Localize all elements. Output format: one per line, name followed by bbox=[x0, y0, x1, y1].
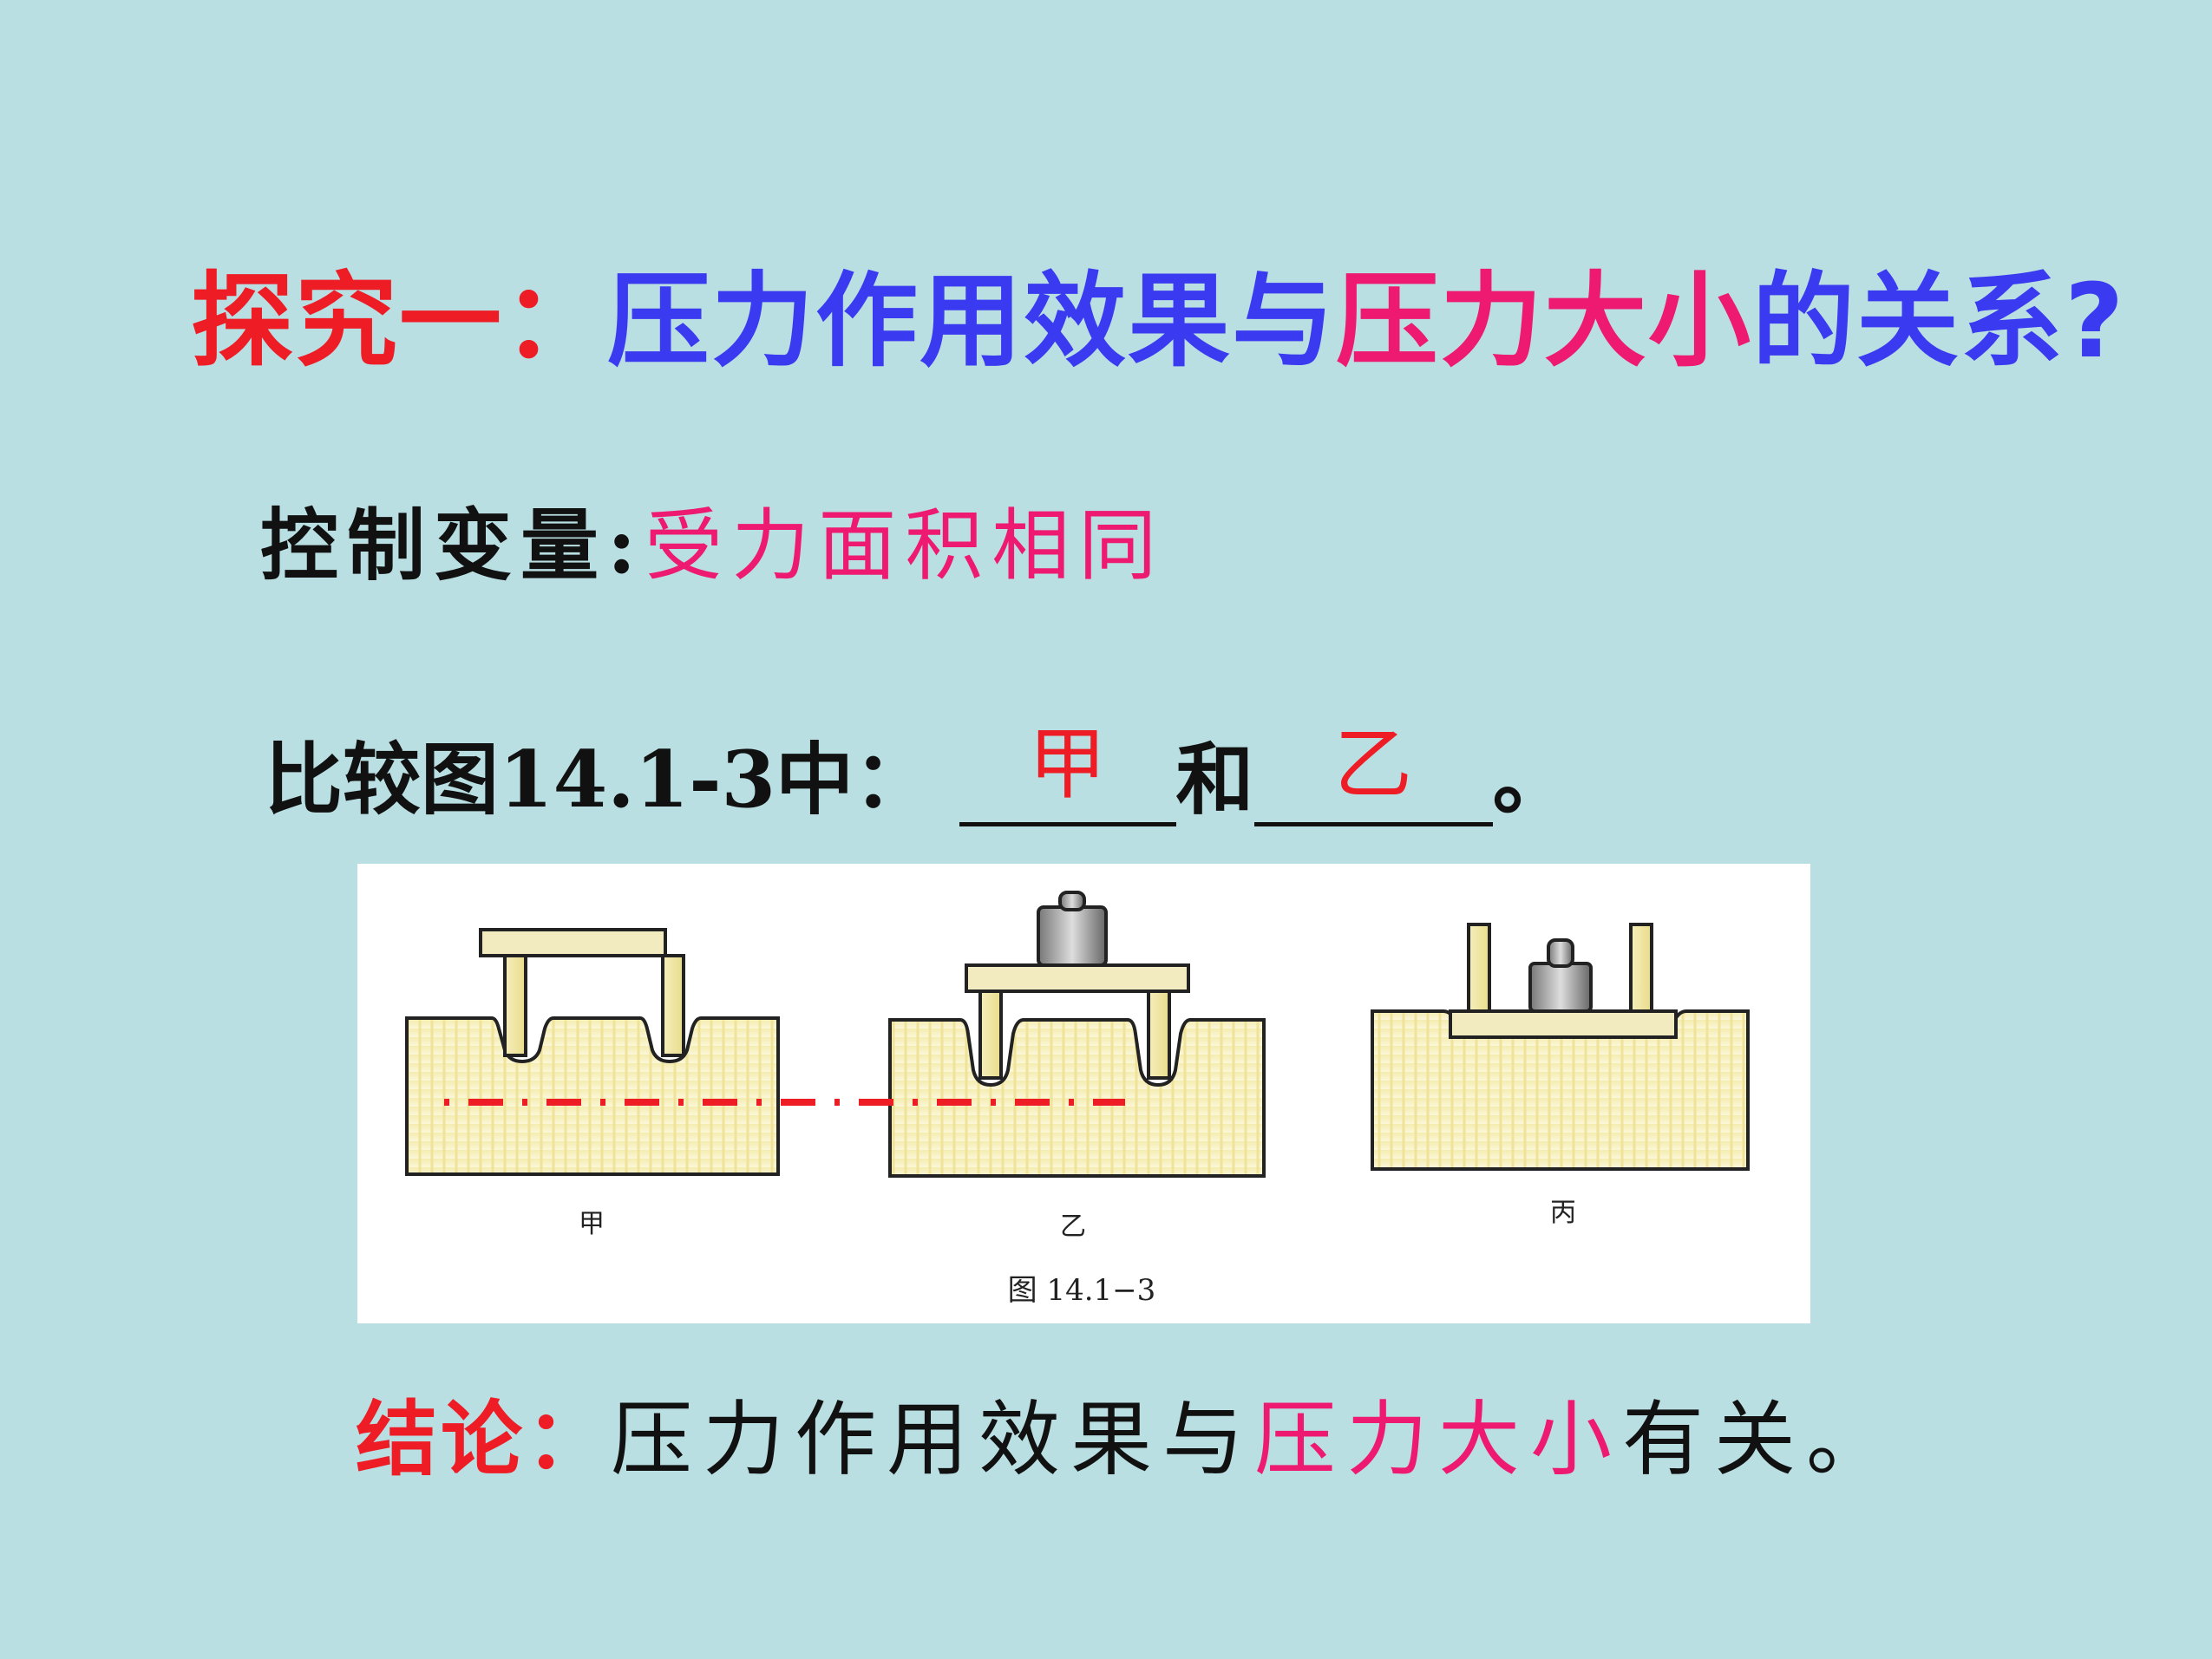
compare-line: 比较图14.1-3中： 甲和乙。 bbox=[265, 719, 1571, 826]
sponge-jia bbox=[405, 1016, 780, 1176]
slide-title: 探究一：压力作用效果与压力大小的关系? bbox=[191, 260, 2126, 383]
conclusion-part-2: 压力大小 bbox=[1254, 1393, 1623, 1487]
setup-jia bbox=[405, 928, 780, 1176]
answer-blank-1: 甲 bbox=[959, 719, 1176, 826]
compare-suffix: 。 bbox=[1492, 734, 1571, 826]
control-value: 受力面积相同 bbox=[645, 500, 1166, 591]
title-part-1: 探究一： bbox=[191, 261, 608, 381]
answer-2: 乙 bbox=[1334, 719, 1413, 810]
experiment-figure-svg: 甲 乙 丙 图 14.1−3 bbox=[405, 891, 1750, 1308]
label-yi: 乙 bbox=[1060, 1212, 1086, 1242]
setup-yi bbox=[888, 891, 1266, 1178]
table-top-jia bbox=[479, 928, 667, 957]
compare-prefix: 比较图14.1-3中： bbox=[265, 734, 933, 826]
experiment-figure: 甲 乙 丙 图 14.1−3 bbox=[357, 864, 1810, 1323]
answer-blank-2: 乙 bbox=[1253, 719, 1493, 826]
label-jia: 甲 bbox=[579, 1209, 605, 1239]
table-leg-left-jia bbox=[503, 954, 527, 1057]
title-part-3: 压力大小 bbox=[1336, 261, 1753, 381]
title-part-2: 压力作用效果与 bbox=[607, 261, 1337, 381]
table-leg-right-yi bbox=[1147, 990, 1171, 1080]
control-label: 控制变量: bbox=[260, 500, 645, 591]
table-leg-left-yi bbox=[978, 990, 1003, 1080]
weight-bing bbox=[1528, 938, 1593, 1013]
table-leg-right-bing bbox=[1629, 923, 1653, 1013]
figure-caption: 图 14.1−3 bbox=[1008, 1273, 1156, 1308]
table-top-bing bbox=[1449, 1009, 1678, 1039]
weight-yi bbox=[1037, 891, 1108, 967]
conclusion-line: 结论：压力作用效果与压力大小有关。 bbox=[356, 1392, 1898, 1490]
conclusion-part-3: 有关。 bbox=[1622, 1393, 1899, 1487]
setup-bing bbox=[1371, 923, 1750, 1171]
answer-1: 甲 bbox=[1028, 719, 1107, 810]
table-top-yi bbox=[965, 963, 1190, 993]
table-leg-right-jia bbox=[661, 954, 685, 1057]
sponge-yi bbox=[888, 1018, 1266, 1178]
compare-middle: 和 bbox=[1175, 734, 1254, 826]
conclusion-lead: 结论： bbox=[356, 1393, 612, 1487]
conclusion-part-1: 压力作用效果与 bbox=[611, 1393, 1255, 1487]
table-leg-left-bing bbox=[1467, 923, 1491, 1013]
title-part-4: 的关系? bbox=[1752, 261, 2126, 381]
control-variable-line: 控制变量:受力面积相同 bbox=[260, 499, 1165, 593]
label-bing: 丙 bbox=[1550, 1198, 1576, 1228]
